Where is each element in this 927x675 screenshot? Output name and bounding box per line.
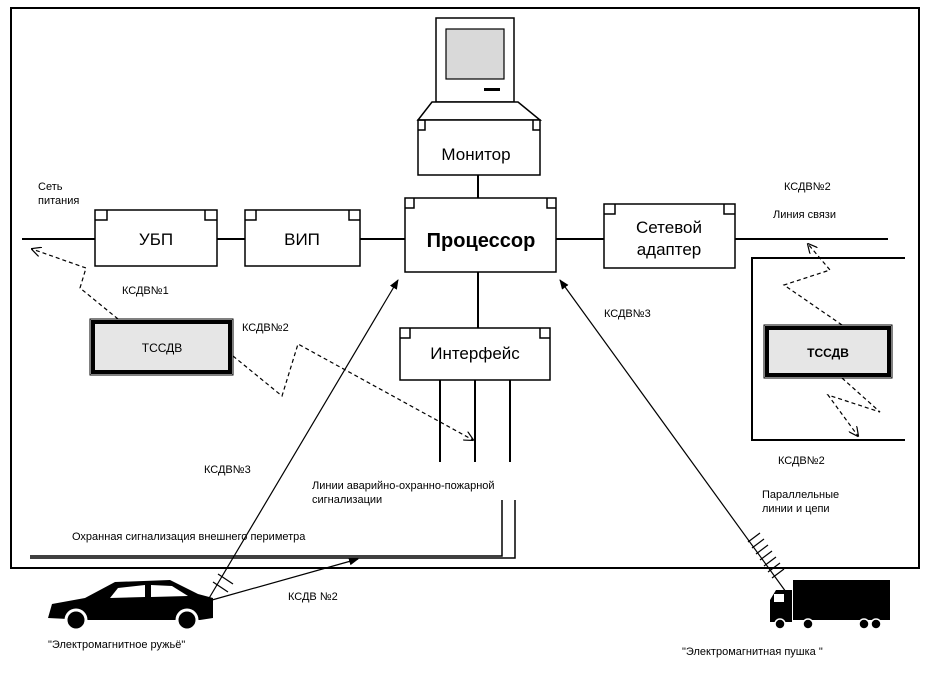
- kcdv3-left-label: КСДВ№3: [204, 464, 251, 476]
- kcdv3-right-arrow: [559, 279, 787, 593]
- power-label-2: питания: [38, 195, 79, 207]
- vip-label: ВИП: [284, 230, 320, 249]
- kcdv2-bottom-right-label: КСДВ№2: [778, 455, 825, 467]
- kcdv1-arrow: [32, 249, 119, 320]
- building-frame: [10, 7, 920, 569]
- kcdv3-left-ticks-1: [212, 581, 229, 593]
- processor-box: [404, 197, 557, 273]
- ubp-label: УБП: [139, 230, 173, 249]
- car-icon: [48, 580, 213, 632]
- alarm-lines-label-1: Линии аварийно-охранно-пожарной: [312, 480, 495, 492]
- truck-icon: [770, 580, 890, 630]
- kcdv2-left-arrow: [232, 343, 473, 440]
- kcdv1-label: КСДВ№1: [122, 285, 169, 297]
- tssdv-right-label: ТССДВ: [807, 346, 849, 360]
- kcdv2-car-label: КСДВ №2: [288, 591, 338, 603]
- tssdv-left-label: ТССДВ: [142, 341, 183, 355]
- network-adapter-label-2: адаптер: [637, 240, 702, 259]
- interface-box: [399, 327, 551, 381]
- interface-label: Интерфейс: [430, 344, 520, 363]
- monitor-label: Монитор: [441, 145, 510, 164]
- monitor-box: [417, 119, 541, 176]
- network-adapter-box: [603, 203, 736, 269]
- kcdv3-left-arrow: [207, 279, 399, 601]
- kcdv2-bottom-right-arrow: [826, 377, 881, 436]
- kcdv2-top-right-label: КСДВ№2: [784, 181, 831, 193]
- right-enclosure: [751, 257, 905, 441]
- kcdv2-top-right-arrow: [782, 244, 843, 326]
- ubp-box: [94, 209, 218, 267]
- vip-box: [244, 209, 361, 267]
- kcdv3-right-ticks: [747, 532, 785, 579]
- processor-label: Процессор: [427, 230, 536, 252]
- truck-caption: "Электромагнитная пушка ": [682, 646, 823, 658]
- perimeter-line: [30, 500, 516, 559]
- car-caption: "Электромагнитное ружьё": [48, 639, 185, 651]
- parallel-label-1: Параллельные: [762, 489, 839, 501]
- parallel-label-2: линии и цепи: [762, 503, 830, 515]
- kcdv3-left-ticks-2: [217, 573, 234, 585]
- computer-icon: [416, 17, 543, 121]
- network-adapter-label-1: Сетевой: [636, 218, 702, 237]
- tssdv-left-inner: [91, 320, 232, 374]
- kcdv2-left-label: КСДВ№2: [242, 322, 289, 334]
- kcdv3-right-label: КСДВ№3: [604, 308, 651, 320]
- power-label-1: Сеть: [38, 181, 63, 193]
- tssdv-right-inner: [765, 326, 891, 377]
- perimeter-label: Охранная сигнализация внешнего периметра: [72, 531, 306, 543]
- comm-line-label: Линия связи: [773, 209, 836, 221]
- alarm-lines-label-2: сигнализации: [312, 494, 382, 506]
- kcdv2-car-arrow: [211, 557, 359, 601]
